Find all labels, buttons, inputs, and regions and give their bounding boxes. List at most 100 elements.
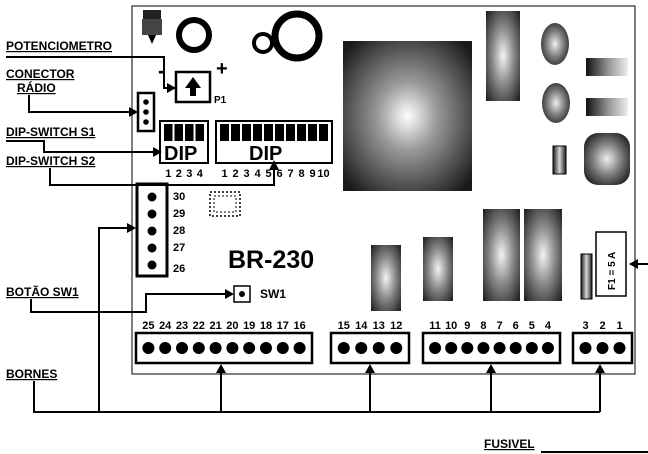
connector-pin-26: 26 bbox=[173, 263, 185, 275]
capacitor-ring-small bbox=[176, 17, 212, 53]
terminal-screw-3 bbox=[579, 342, 592, 354]
fuse-f1 bbox=[595, 231, 627, 297]
terminal-number-5: 5 bbox=[529, 320, 535, 332]
relay-middle bbox=[423, 237, 453, 301]
board-model: BR-230 bbox=[228, 246, 314, 274]
dip1-switch-4 bbox=[195, 124, 204, 141]
leader-lines bbox=[6, 56, 648, 453]
terminal-number-10: 10 bbox=[445, 320, 457, 332]
dip2-switch-9 bbox=[308, 124, 317, 141]
terminal-number-15: 15 bbox=[338, 320, 350, 332]
terminal-number-14: 14 bbox=[355, 320, 368, 332]
terminal-number-22: 22 bbox=[193, 320, 205, 332]
terminal-number-8: 8 bbox=[480, 320, 486, 332]
terminal-screw-15 bbox=[337, 342, 350, 354]
dip1-number-1: 1 bbox=[165, 168, 171, 180]
dip-switch-s1 bbox=[159, 120, 209, 164]
resistor-bar-2 bbox=[586, 98, 628, 116]
dip-switch-s2 bbox=[215, 120, 333, 164]
relay-middle-left bbox=[371, 245, 401, 311]
resistor-bar-1 bbox=[586, 58, 628, 76]
pot-label: P1 bbox=[214, 95, 227, 106]
relay-right-1 bbox=[483, 209, 520, 301]
terminal-screw-14 bbox=[355, 342, 368, 354]
terminal-number-9: 9 bbox=[464, 320, 470, 332]
relay-right-2 bbox=[524, 209, 562, 301]
dip2-number-2: 2 bbox=[232, 168, 238, 180]
dip2-number-8: 8 bbox=[298, 168, 304, 180]
dip2-switch-1 bbox=[220, 124, 229, 141]
microcontroller-chip bbox=[209, 191, 241, 217]
capacitor-ring-large bbox=[271, 10, 323, 62]
terminal-screw-10 bbox=[445, 342, 458, 354]
dip2-switch-7 bbox=[286, 124, 295, 141]
label-fusivel: FUSIVEL bbox=[484, 437, 535, 451]
transformer-component bbox=[343, 41, 472, 191]
capacitor-ring-tiny bbox=[252, 32, 274, 54]
transistor-component bbox=[142, 10, 162, 44]
terminal-screw-13 bbox=[372, 342, 385, 354]
terminal-number-18: 18 bbox=[260, 320, 272, 332]
fuse-resistor bbox=[580, 253, 593, 300]
dip2-number-10: 10 bbox=[317, 168, 329, 180]
dip-s1-text: DIP bbox=[164, 143, 197, 165]
button-sw1-label: SW1 bbox=[260, 287, 286, 301]
dip2-switch-3 bbox=[242, 124, 251, 141]
label-bornes: BORNES bbox=[6, 367, 57, 381]
varistor-component bbox=[584, 133, 630, 185]
pot-plus-sign: + bbox=[216, 58, 228, 80]
terminal-number-3: 3 bbox=[582, 320, 588, 332]
button-sw1 bbox=[233, 285, 251, 303]
connector-pin-30: 30 bbox=[173, 191, 185, 203]
terminal-screw-16 bbox=[293, 342, 306, 354]
label-dip-s2: DIP-SWITCH S2 bbox=[6, 154, 96, 168]
terminal-screw-6 bbox=[509, 342, 522, 354]
terminal-screw-24 bbox=[159, 342, 172, 354]
connector-pin-27: 27 bbox=[173, 242, 185, 254]
terminal-number-7: 7 bbox=[497, 320, 503, 332]
terminal-screw-11 bbox=[429, 342, 442, 354]
terminal-screw-25 bbox=[142, 342, 155, 354]
small-resistor bbox=[552, 145, 567, 175]
terminal-screw-4 bbox=[541, 342, 554, 354]
terminal-number-21: 21 bbox=[209, 320, 221, 332]
dip1-switch-3 bbox=[185, 124, 194, 141]
terminal-screw-23 bbox=[176, 342, 188, 354]
terminal-number-2: 2 bbox=[599, 320, 605, 332]
terminal-screw-1 bbox=[613, 342, 626, 354]
dip-s2-text: DIP bbox=[249, 143, 282, 165]
dip1-number-2: 2 bbox=[176, 168, 182, 180]
terminal-screw-2 bbox=[596, 342, 609, 354]
capacitor-oval-2 bbox=[542, 83, 570, 123]
terminal-screw-19 bbox=[243, 342, 256, 354]
dip2-switch-5 bbox=[264, 124, 273, 141]
terminal-number-17: 17 bbox=[277, 320, 289, 332]
terminal-number-16: 16 bbox=[293, 320, 305, 332]
terminal-screw-8 bbox=[477, 342, 490, 354]
dip2-switch-10 bbox=[319, 124, 328, 141]
terminal-number-11: 11 bbox=[429, 320, 441, 332]
connector-pin-28: 28 bbox=[173, 225, 185, 237]
pot-minus-sign: - bbox=[158, 58, 165, 83]
potentiometer-component bbox=[174, 70, 212, 104]
dip2-number-1: 1 bbox=[221, 168, 227, 180]
dip2-number-9: 9 bbox=[309, 168, 315, 180]
terminal-screw-20 bbox=[226, 342, 239, 354]
terminal-screw-7 bbox=[493, 342, 506, 354]
dip1-number-3: 3 bbox=[186, 168, 192, 180]
dip2-number-5: 5 bbox=[265, 168, 271, 180]
terminal-screw-12 bbox=[390, 342, 403, 354]
dip1-switch-1 bbox=[164, 124, 173, 141]
label-dip-s1: DIP-SWITCH S1 bbox=[6, 125, 96, 139]
five-pin-connector bbox=[135, 182, 169, 278]
dip2-number-6: 6 bbox=[276, 168, 282, 180]
dip2-number-3: 3 bbox=[243, 168, 249, 180]
terminal-screw-5 bbox=[525, 342, 538, 354]
dip2-switch-8 bbox=[297, 124, 306, 141]
radio-connector bbox=[136, 91, 156, 133]
terminal-screw-21 bbox=[209, 342, 222, 354]
capacitor-oval-1 bbox=[541, 23, 569, 65]
terminal-number-13: 13 bbox=[373, 320, 385, 332]
dip2-switch-6 bbox=[275, 124, 284, 141]
fuse-f1-label: F1 = 5 A bbox=[607, 252, 618, 290]
